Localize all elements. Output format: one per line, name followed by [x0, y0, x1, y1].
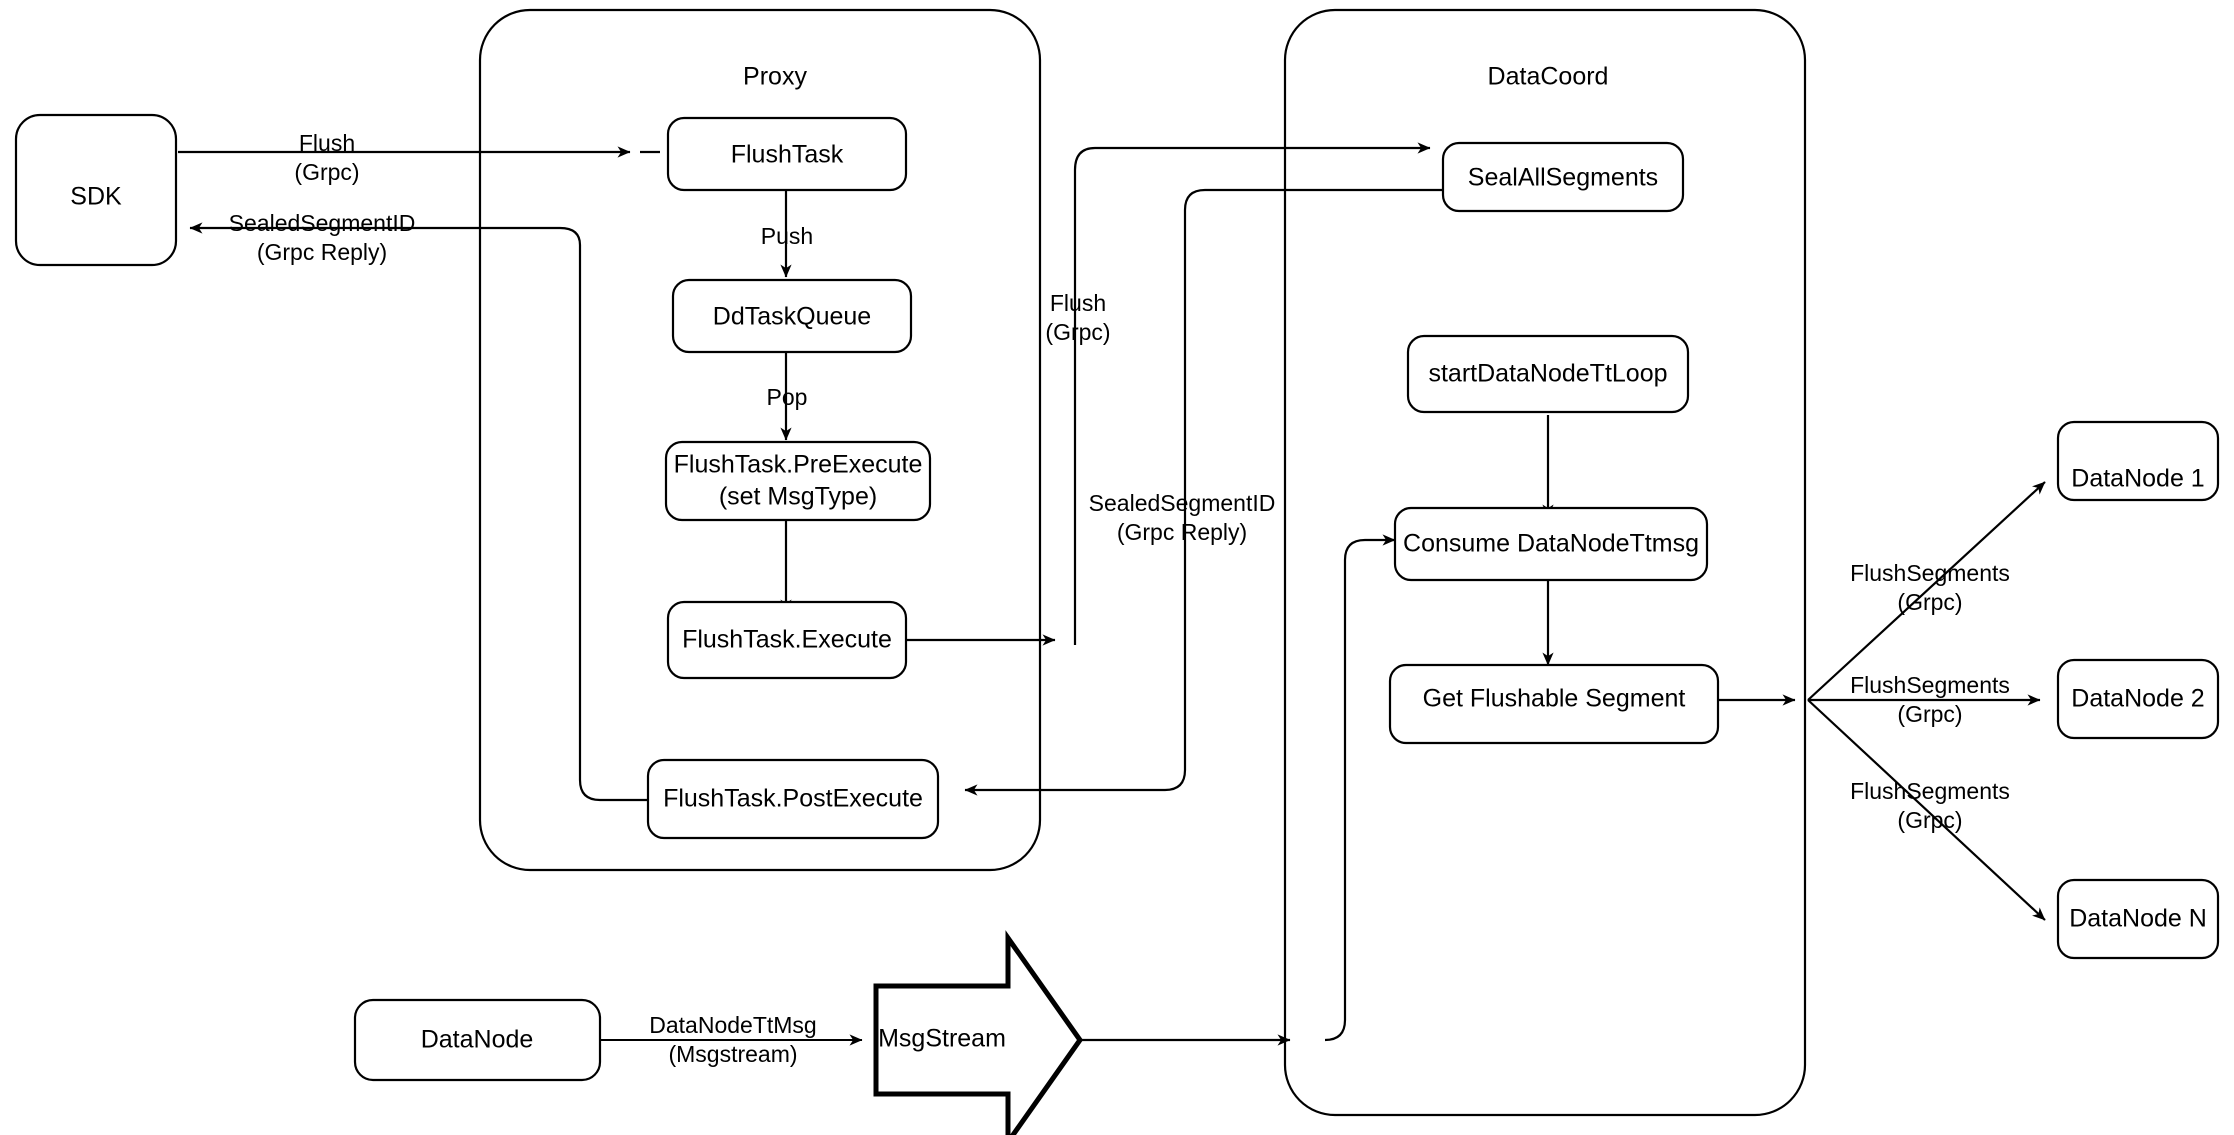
node-sdk[interactable]: SDK	[14, 113, 178, 267]
consume-datanodettmsg-rect[interactable]	[1393, 506, 1709, 582]
node-get-flushable-segment[interactable]: Get Flushable Segment	[1388, 663, 1720, 745]
edge-label-flushsegments-2-line1: FlushSegments	[1850, 672, 2010, 698]
msgstream-label: MsgStream	[878, 1025, 1006, 1053]
datanode1-rect[interactable]	[2056, 420, 2220, 502]
ddtaskqueue-label: DdTaskQueue	[713, 303, 871, 331]
proxy-container-label: Proxy	[743, 63, 807, 91]
edge-label-flushsegments-n-line2: (Grpc)	[1897, 807, 1962, 833]
flushtask-rect[interactable]	[666, 116, 908, 192]
execute-rect[interactable]	[666, 600, 908, 680]
sealallsegments-rect[interactable]	[1441, 141, 1685, 213]
datanode-source-label: DataNode	[421, 1026, 534, 1054]
edge-postexecute-to-sdk	[189, 222, 648, 802]
node-sealallsegments[interactable]: SealAllSegments	[1441, 141, 1685, 213]
edge-label-datanodettmsg-line1: DataNodeTtMsg	[649, 1012, 816, 1038]
node-startdatanodettloop[interactable]: startDataNodeTtLoop	[1406, 334, 1690, 414]
node-datanode-n[interactable]: DataNode N	[2056, 878, 2220, 960]
edge-label-flushsegments-1-line1: FlushSegments	[1850, 560, 2010, 586]
preexecute-rect[interactable]	[664, 440, 932, 522]
postexecute-rect[interactable]	[646, 758, 940, 840]
sealallsegments-label: SealAllSegments	[1468, 164, 1658, 192]
sdk-label: SDK	[70, 183, 122, 211]
datanode2-rect[interactable]	[2056, 658, 2220, 740]
preexecute-label-line2: (set MsgType)	[719, 483, 877, 511]
container-proxy: Proxy	[478, 8, 1042, 872]
node-datanode-2[interactable]: DataNode 2	[2056, 658, 2220, 740]
edge-label-sealedsegmentid-reply-line2: (Grpc Reply)	[1117, 519, 1247, 545]
startdatanodettloop-label: startDataNodeTtLoop	[1428, 360, 1667, 388]
node-flushtask-postexecute[interactable]: FlushTask.PostExecute	[646, 758, 940, 840]
get-flushable-segment-rect[interactable]	[1388, 663, 1720, 745]
edge-label-flush-line1: Flush	[299, 130, 355, 156]
edge-label-pop: Pop	[767, 384, 808, 410]
datanode2-label: DataNode 2	[2071, 685, 2204, 713]
datanode-source-rect[interactable]	[353, 998, 602, 1082]
execute-label: FlushTask.Execute	[682, 626, 892, 654]
node-datanode-source[interactable]: DataNode	[353, 998, 602, 1082]
node-datanode-1[interactable]: DataNode 1	[2056, 420, 2220, 502]
edge-hub-to-datanoden	[1807, 699, 2046, 921]
startdatanodettloop-rect[interactable]	[1406, 334, 1690, 414]
edge-flush-grpc-to-sealallsegments	[1073, 142, 1431, 645]
ddtaskqueue-rect[interactable]	[671, 278, 913, 354]
edge-label-flushsegments-1-line2: (Grpc)	[1897, 589, 1962, 615]
postexecute-label: FlushTask.PostExecute	[663, 785, 923, 813]
edge-label-sealedsegmentid-line1: SealedSegmentID	[229, 210, 416, 236]
datanode1-label: DataNode 1	[2071, 465, 2204, 493]
node-flushtask-preexecute[interactable]: FlushTask.PreExecute (set MsgType)	[664, 440, 932, 522]
edge-label-flush-grpc-line1: Flush	[1050, 290, 1106, 316]
datanoden-label: DataNode N	[2069, 905, 2207, 933]
edge-label-push: Push	[761, 223, 813, 249]
flushtask-label: FlushTask	[731, 141, 844, 169]
edge-hub-to-datanode1	[1807, 481, 2046, 701]
edge-label-datanodettmsg-line2: (Msgstream)	[668, 1041, 797, 1067]
edge-label-flushsegments-n-line1: FlushSegments	[1850, 778, 2010, 804]
node-msgstream[interactable]: MsgStream	[873, 930, 1084, 1135]
datacoord-container-label: DataCoord	[1488, 63, 1609, 91]
sdk-rect[interactable]	[14, 113, 178, 267]
node-ddtaskqueue[interactable]: DdTaskQueue	[671, 278, 913, 354]
datanoden-rect[interactable]	[2056, 878, 2220, 960]
edge-label-flush-line2: (Grpc)	[294, 159, 359, 185]
edge-label-sealedsegmentid-reply-line1: SealedSegmentID	[1089, 490, 1276, 516]
edge-sealallsegments-to-postexecute	[964, 188, 1444, 796]
edge-msgstream-to-consume	[1324, 534, 1396, 1042]
edge-label-sealedsegmentid-line2: (Grpc Reply)	[257, 239, 387, 265]
datacoord-container-rect	[1283, 8, 1807, 1117]
proxy-container-rect	[478, 8, 1042, 872]
msgstream-arrow-shape[interactable]	[873, 930, 1084, 1135]
node-flushtask-execute[interactable]: FlushTask.Execute	[666, 600, 908, 680]
node-flushtask[interactable]: FlushTask	[666, 116, 908, 192]
node-consume-datanodettmsg[interactable]: Consume DataNodeTtmsg	[1393, 506, 1709, 582]
preexecute-label-line1: FlushTask.PreExecute	[674, 451, 923, 479]
edge-label-flush-grpc-line2: (Grpc)	[1045, 319, 1110, 345]
edge-label-flushsegments-2-line2: (Grpc)	[1897, 701, 1962, 727]
container-datacoord: DataCoord	[1283, 8, 1807, 1117]
consume-datanodettmsg-label: Consume DataNodeTtmsg	[1403, 530, 1699, 558]
get-flushable-segment-label: Get Flushable Segment	[1423, 685, 1686, 713]
